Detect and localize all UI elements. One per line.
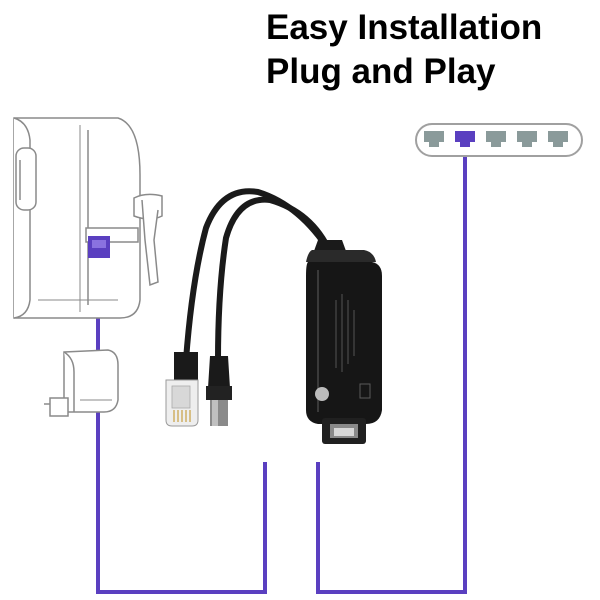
poe-splitter-icon [306, 250, 382, 444]
ethernet-port-icon [455, 131, 475, 147]
ethernet-port-icon [517, 131, 537, 147]
ethernet-port-icon [548, 131, 568, 147]
switch-cable [316, 140, 467, 594]
headline-line-1: Easy Installation [266, 8, 543, 47]
rj45-plug-icon [165, 352, 199, 427]
camera-cable [96, 258, 267, 594]
ip-camera-icon [13, 117, 163, 319]
headline-line-2: Plug and Play [266, 52, 496, 91]
network-switch-icon [415, 123, 583, 157]
ethernet-port-icon [486, 131, 506, 147]
splitter-cords [183, 188, 333, 363]
connection-cables [96, 140, 467, 594]
camera-ethernet-port [88, 236, 110, 258]
ethernet-port-icon [424, 131, 444, 147]
headline: Easy Installation Plug and Play [266, 6, 542, 94]
camera-wall-mount-icon [44, 349, 119, 417]
dc-barrel-plug-icon [206, 356, 232, 426]
